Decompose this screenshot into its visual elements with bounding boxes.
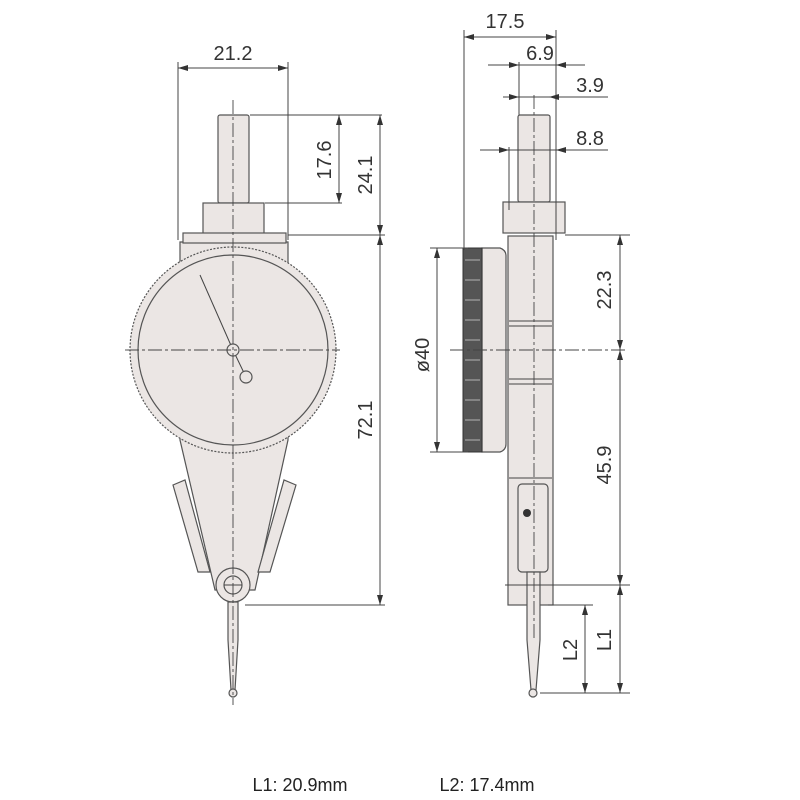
dim-height: 72.1 (355, 401, 377, 440)
dim-upper: 22.3 (594, 271, 616, 310)
dim-width: 21.2 (214, 43, 253, 65)
dim-stem: 17.6 (314, 141, 336, 180)
dim-nut: 8.8 (576, 128, 604, 150)
side-view (450, 95, 625, 698)
clamp-nut (202, 202, 265, 236)
stem (217, 114, 250, 204)
front-view (125, 100, 340, 705)
dim-dial-diameter: ø40 (412, 338, 434, 372)
dim-stem-diameter: 3.9 (576, 75, 604, 97)
dim-top: 24.1 (355, 156, 377, 195)
clamp-screw (523, 509, 531, 517)
dim-l1: L1 (594, 629, 616, 651)
top-plate (182, 232, 287, 244)
dim-depth: 17.5 (486, 11, 525, 33)
right-flange (257, 479, 297, 573)
left-flange (172, 479, 211, 573)
side-bezel (481, 247, 507, 453)
side-stylus (526, 571, 541, 691)
side-dimensions: 17.5 6.9 3.9 8.8 ø40 22.3 45.9 L1 L2 (412, 11, 630, 694)
front-dimensions: 21.2 17.6 24.1 72.1 (177, 43, 385, 606)
stylus-clamp (517, 483, 549, 573)
dim-l2: L2 (560, 639, 582, 661)
dim-offset: 6.9 (526, 43, 554, 65)
note-l1: L1: 20.9mm (252, 775, 347, 795)
needle (199, 274, 234, 351)
dim-lower: 45.9 (594, 446, 616, 485)
note-l2: L2: 17.4mm (439, 775, 534, 795)
